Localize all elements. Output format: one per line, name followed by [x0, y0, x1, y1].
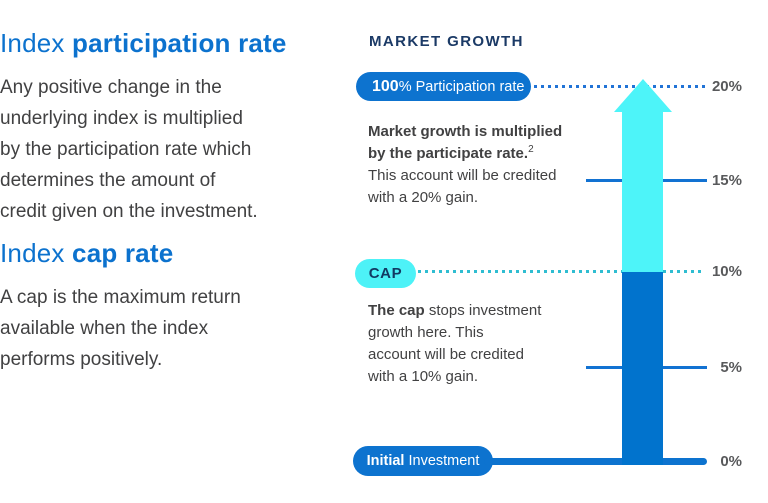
participation-rate-heading: Index participation rate [0, 28, 287, 59]
dotted-line-10-percent [418, 270, 704, 273]
pill-bold-text: Initial [366, 453, 405, 469]
axis-label-15: 15% [711, 172, 742, 189]
participation-rate-pill: 100% Participation rate [356, 72, 531, 101]
axis-label-20: 20% [711, 78, 742, 95]
cap-pill: CAP [355, 259, 416, 288]
pill-percent-sign: % [398, 78, 412, 95]
cap-note-bold: The cap [368, 302, 425, 319]
growth-note: Market growth is multiplied by the parti… [368, 121, 583, 209]
footnote-superscript: 2 [528, 144, 534, 155]
growth-note-bold: Market growth is multiplied by the parti… [368, 123, 563, 162]
axis-label-5: 5% [720, 359, 742, 376]
up-arrow-icon [614, 79, 672, 112]
cap-note: The cap stops investment growth here. Th… [368, 300, 583, 388]
market-growth-title: MARKET GROWTH [369, 33, 524, 50]
heading-light-part: Index [0, 28, 73, 58]
growth-note-regular: This account will be credited with a 20%… [368, 167, 557, 206]
cap-note-regular: stops investment growth here. This accou… [368, 302, 542, 385]
pill-regular-text: Participation rate [411, 78, 525, 95]
initial-investment-pill: Initial Investment [353, 446, 493, 476]
cap-rate-heading: Index cap rate [0, 238, 173, 269]
axis-label-10: 10% [711, 263, 742, 280]
participation-rate-description: Any positive change in the underlying in… [0, 77, 258, 222]
baseline-0-percent [484, 458, 707, 465]
pill-regular-text: Investment [404, 453, 480, 469]
cap-rate-description: A cap is the maximum return available wh… [0, 287, 241, 370]
heading-bold-part: participation rate [72, 28, 287, 58]
axis-label-0: 0% [720, 453, 742, 470]
arrow-body-capped-segment [622, 272, 663, 465]
arrow-body-growth-segment [622, 110, 663, 272]
heading-bold-part: cap rate [72, 238, 174, 268]
heading-light-part: Index [0, 238, 73, 268]
pill-bold-text: 100 [372, 77, 399, 95]
